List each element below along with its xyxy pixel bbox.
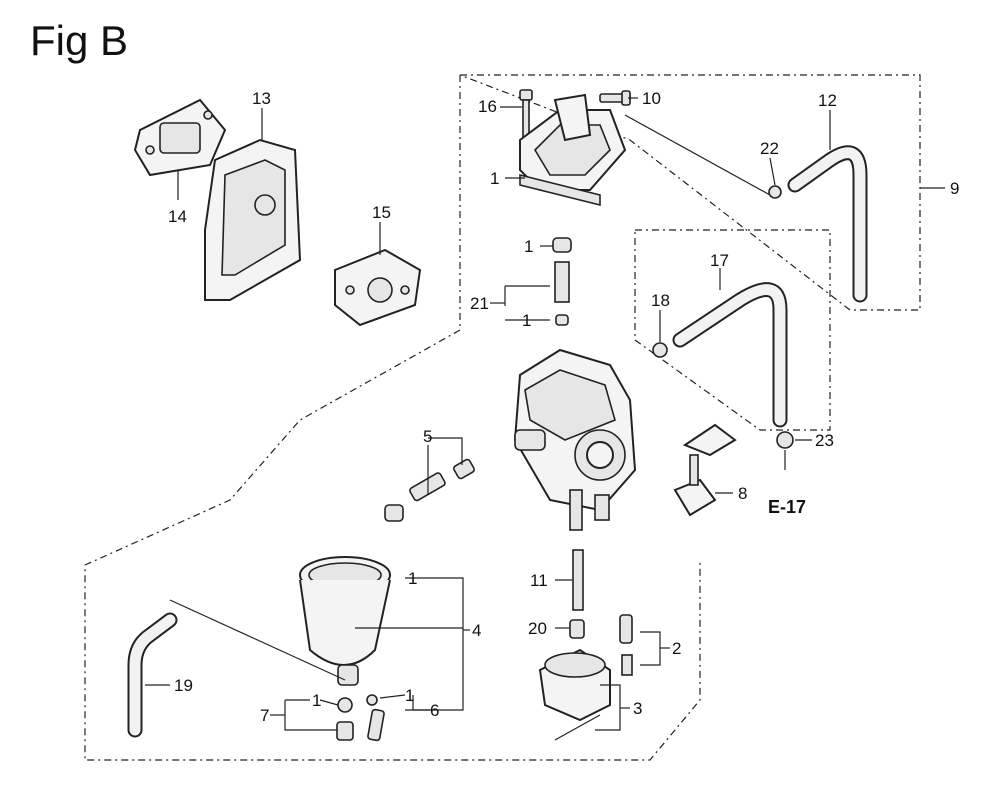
drain-hose-part-19 xyxy=(127,612,178,738)
insulator-plate-part-15 xyxy=(334,248,422,327)
callout-19: 19 xyxy=(174,676,193,695)
drain-screw-part-6 xyxy=(366,694,385,742)
jet-stack-part-21 xyxy=(552,237,572,326)
gasket-part-14 xyxy=(133,98,227,177)
callout-1-pump: 1 xyxy=(490,169,499,188)
callout-4: 4 xyxy=(472,621,481,640)
leader-lines xyxy=(145,97,945,731)
callout-22: 22 xyxy=(760,139,779,158)
callout-5: 5 xyxy=(423,427,432,446)
callout-10: 10 xyxy=(642,89,661,108)
callout-13: 13 xyxy=(252,89,271,108)
callout-6: 6 xyxy=(430,701,439,720)
callout-3: 3 xyxy=(633,699,642,718)
clip-part-23 xyxy=(776,431,794,449)
heat-shield-part-13 xyxy=(204,138,302,301)
callout-17: 17 xyxy=(710,251,729,270)
reference-e17: E-17 xyxy=(768,497,806,517)
drain-screw-part-7 xyxy=(336,697,354,741)
callout-14: 14 xyxy=(168,207,187,226)
callout-1-jet-bottom: 1 xyxy=(522,311,531,330)
callout-7: 7 xyxy=(260,706,269,725)
callout-20: 20 xyxy=(528,619,547,638)
callout-15: 15 xyxy=(372,203,391,222)
lower-group-outline xyxy=(84,75,701,761)
main-nozzle-part-11 xyxy=(572,549,584,611)
callout-1-drain-left: 1 xyxy=(312,691,321,710)
float-part-3 xyxy=(538,648,611,741)
screw-part-10 xyxy=(599,90,631,106)
hose-part-17 xyxy=(672,282,788,428)
callout-2: 2 xyxy=(672,639,681,658)
callout-8: 8 xyxy=(738,484,747,503)
carburetor-body xyxy=(513,348,637,531)
callout-12: 12 xyxy=(818,91,837,110)
float-bowl-part-4 xyxy=(299,556,391,686)
figure-title: Fig B xyxy=(30,17,128,64)
callout-1-jet-top: 1 xyxy=(524,237,533,256)
callout-9: 9 xyxy=(950,179,959,198)
choke-lever-part-8 xyxy=(673,423,737,517)
callout-21: 21 xyxy=(470,294,489,313)
callout-11: 11 xyxy=(530,571,548,590)
clip-part-22 xyxy=(768,185,782,199)
callout-23: 23 xyxy=(815,431,834,450)
callout-1-bowl: 1 xyxy=(408,569,417,588)
callout-18: 18 xyxy=(651,291,670,310)
callout-1-drain-right: 1 xyxy=(405,686,414,705)
hose-part-12 xyxy=(787,145,868,303)
pilot-screw-part-5 xyxy=(384,458,475,522)
callout-16: 16 xyxy=(478,97,497,116)
pin-spring-part-2 xyxy=(619,614,633,676)
main-jet-part-20 xyxy=(569,619,585,639)
clip-part-18 xyxy=(652,342,668,358)
pump-cover-part xyxy=(519,93,627,207)
hose-group-outline xyxy=(634,229,831,431)
